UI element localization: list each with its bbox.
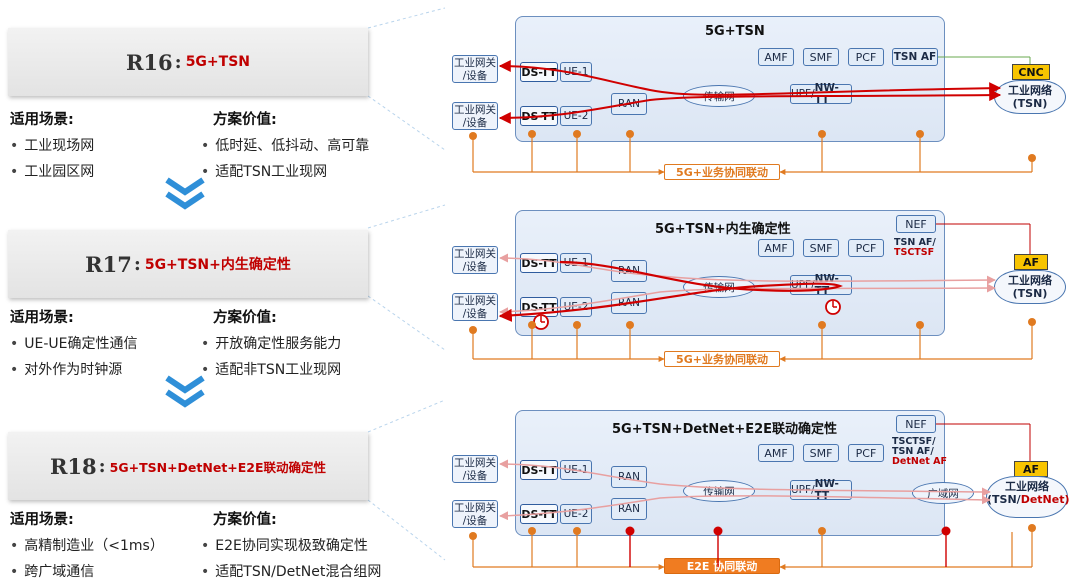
scenario-item: •UE-UE确定性通信 xyxy=(10,336,138,352)
value-item: •适配TSN工业现网 xyxy=(201,164,328,180)
scenario-item: •对外作为时钟源 xyxy=(10,362,123,378)
coordination-bus-label: 5G+业务协同联动 xyxy=(664,164,780,180)
diagram2-links xyxy=(469,223,1036,362)
release-id: R18 xyxy=(49,453,97,479)
smf-node: SMF xyxy=(803,239,839,257)
industrial-device: 工业网关/设备 xyxy=(452,500,498,528)
release-banner-r17: R17 : 5G+TSN+内生确定性 xyxy=(8,230,368,298)
industrial-device: 工业网关/设备 xyxy=(452,102,498,130)
release-banner-r18: R18 : 5G+TSN+DetNet+E2E联动确定性 xyxy=(8,432,368,500)
nef-node: NEF xyxy=(896,415,936,433)
release-title: 5G+TSN xyxy=(185,54,250,70)
diagram-title: 5G+TSN+内生确定性 xyxy=(655,222,791,237)
coordination-bus-label: E2E 协同联动 xyxy=(664,558,780,574)
tsn-af-tsctsf-label: TSN AF/TSCTSF xyxy=(894,237,936,258)
value-title: 方案价值: xyxy=(213,512,277,528)
af-node: AF xyxy=(1014,254,1048,270)
value-item: •E2E协同实现极致确定性 xyxy=(201,538,368,554)
pcf-node: PCF xyxy=(848,239,884,257)
release-separator: : xyxy=(133,253,141,275)
value-title: 方案价值: xyxy=(213,112,277,128)
diagram1-links xyxy=(469,56,1036,175)
smf-node: SMF xyxy=(803,444,839,462)
value-item: •开放确定性服务能力 xyxy=(201,336,342,352)
scenario-item: •工业现场网 xyxy=(10,138,95,154)
industrial-device: 工业网关/设备 xyxy=(452,246,498,274)
scenario-title: 适用场景: xyxy=(10,310,74,326)
value-item: •适配TSN/DetNet混合组网 xyxy=(201,564,382,580)
industrial-device: 工业网关/设备 xyxy=(452,293,498,321)
coordination-bus-label: 5G+业务协同联动 xyxy=(664,351,780,367)
cnc-node: CNC xyxy=(1012,64,1050,80)
chevron-down-icon xyxy=(165,375,205,408)
industrial-device: 工业网关/设备 xyxy=(452,455,498,483)
release-separator: : xyxy=(98,455,106,477)
scenario-item: •工业园区网 xyxy=(10,164,95,180)
scenario-item: •高精制造业（<1ms） xyxy=(10,538,164,554)
release-banner-r16: R16 : 5G+TSN xyxy=(8,28,368,96)
diagram3-links xyxy=(469,423,1036,570)
value-item: •适配非TSN工业现网 xyxy=(201,362,342,378)
scenario-item: •跨广域通信 xyxy=(10,564,95,580)
release-title: 5G+TSN+DetNet+E2E联动确定性 xyxy=(109,459,327,475)
scenario-title: 适用场景: xyxy=(10,512,74,528)
nef-node: NEF xyxy=(896,215,936,233)
release-id: R17 xyxy=(85,251,132,277)
release-title: 5G+TSN+内生确定性 xyxy=(144,257,291,273)
release-id: R16 xyxy=(125,49,173,75)
industrial-network-cloud: 工业网络(TSN/DetNet) xyxy=(986,476,1070,518)
diagram-title: 5G+TSN xyxy=(705,24,765,39)
value-item: •低时延、低抖动、高可靠 xyxy=(201,138,370,154)
value-title: 方案价值: xyxy=(213,310,277,326)
chevron-down-icon xyxy=(165,177,205,210)
scenario-title: 适用场景: xyxy=(10,112,74,128)
amf-node: AMF xyxy=(758,239,794,257)
industrial-device: 工业网关/设备 xyxy=(452,55,498,83)
diagram-title: 5G+TSN+DetNet+E2E联动确定性 xyxy=(612,422,838,437)
industrial-network-cloud: 工业网络(TSN) xyxy=(994,80,1066,114)
industrial-network-cloud: 工业网络(TSN) xyxy=(994,270,1066,304)
release-separator: : xyxy=(174,51,182,73)
